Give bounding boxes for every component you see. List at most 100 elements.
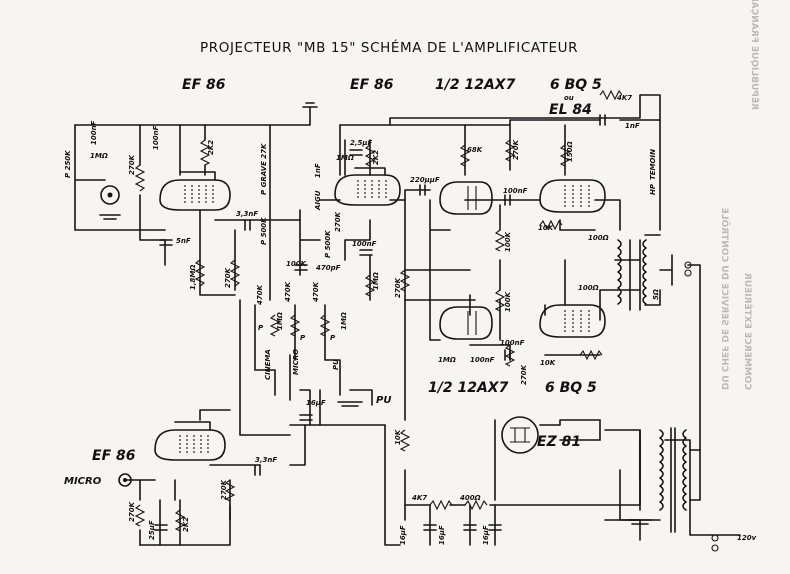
label-c-5nf: 5nF (176, 237, 191, 245)
label-r-270k-v7: 270K (220, 479, 228, 500)
tube-label-v4-alt: EL 84 (549, 102, 592, 118)
label-r-1mohm-v5: 1MΩ (438, 356, 456, 364)
label-r-270k-v1b: 270K (224, 267, 232, 288)
input-jack-v1 (100, 185, 120, 205)
label-r-4k7-b: 4K7 (412, 494, 427, 502)
tube-v8-rectifier (501, 416, 539, 454)
label-r-1mohm-b: 1MΩ (340, 312, 348, 330)
label-p-a: P (258, 324, 264, 332)
label-r-270k-v2: 270K (394, 277, 402, 298)
label-temoin: TEMOIN (649, 149, 657, 180)
tube-label-v4: 6 BQ 5 (550, 77, 602, 93)
tube-v4 (539, 179, 606, 213)
label-r-270k-v5: 270K (520, 364, 528, 385)
label-c-25uf: 25μF (148, 520, 156, 540)
label-r-470k-b: 470K (284, 281, 292, 302)
label-pu-switch: PU (332, 359, 340, 370)
tube-label-v7: EF 86 (92, 448, 136, 464)
label-r-100k-v3: 100K (504, 231, 512, 252)
capacitors (154, 114, 606, 531)
label-r-100-b: 100Ω (578, 284, 599, 292)
tube-v7 (154, 421, 226, 461)
ghost-text-1: RÉPUBLIQUE FRANÇAISE (749, 0, 761, 110)
label-r-470k-a: 470K (256, 284, 264, 305)
label-r-5: 5Ω (652, 289, 660, 300)
tube-label-v3: 1/2 12AX7 (435, 77, 516, 93)
label-p-500k-a: P 500K (260, 217, 268, 245)
ground-symbols (99, 102, 653, 525)
wiring (74, 94, 741, 546)
label-p-500k-b: P 500K (324, 230, 332, 258)
label-c-100nf-v5b: 100nF (500, 339, 525, 347)
label-c-100nf-b: 100nF (152, 125, 160, 150)
label-p-b: P (300, 334, 306, 342)
label-r-270k-a: 270K (334, 211, 342, 232)
label-r-2k2-v1: 2K2 (207, 140, 215, 155)
label-r-1mohm-v1: 1MΩ (90, 152, 108, 160)
label-r-100-a: 100Ω (588, 234, 609, 242)
label-r-1mohm-v2: 1MΩ (336, 154, 354, 162)
label-c-100nf-v1: 100nF (90, 120, 98, 145)
label-c-100nf-v5: 100nF (470, 356, 495, 364)
label-r-2k2-v7: 2K2 (182, 517, 190, 532)
label-cinema: CINEMA (264, 349, 272, 380)
label-micro-input: MICRO (64, 476, 102, 487)
component-labels: 4K7 1nF P 250K 1MΩ 100nF 270K 100nF 2K2 … (64, 94, 660, 545)
output-transformer (617, 239, 692, 305)
label-c-1nf-aigu: 1nF (314, 163, 322, 178)
tube-label-v5: 1/2 12AX7 (428, 380, 509, 396)
label-mains-120v: 120v (737, 534, 757, 542)
label-r-2k2-v2: 2K2 (372, 150, 380, 165)
label-aigu: AIGU (314, 190, 322, 211)
label-r-1m-v2b: 1MΩ (372, 272, 380, 290)
tube-v1 (159, 171, 231, 211)
tube-label-v6: 6 BQ 5 (545, 380, 597, 396)
resistors (134, 89, 623, 532)
schematic-title: PROJECTEUR "MB 15" SCHÉMA DE L'AMPLIFICA… (200, 39, 578, 56)
ghost-text-2: COMMERCE EXTÉRIEUR (742, 273, 754, 390)
label-pu-input: PU (376, 395, 391, 406)
label-r-470k-c: 470K (312, 281, 320, 302)
label-p-c: P (330, 334, 336, 342)
label-c-3-3nf-a: 3,3nF (236, 210, 258, 218)
label-c-470pf: 470pF (316, 264, 341, 272)
label-micro-switch: MICRO (292, 349, 300, 375)
label-p250k: P 250K (64, 150, 72, 178)
label-r-100k-v5: 100K (504, 291, 512, 312)
label-r-270k-v3: 270K (512, 139, 520, 160)
label-c-16uf-a: 16μF (306, 399, 326, 407)
label-p-grave: P GRAVE 27K (260, 143, 268, 195)
tube-label-v1: EF 86 (182, 77, 226, 93)
label-c-220pf: 220μμF (410, 176, 440, 184)
tube-label-v4-or: ou (564, 94, 574, 102)
label-r-400: 400Ω (460, 494, 481, 502)
label-r-10k-c: 10K (394, 429, 402, 445)
tube-v6 (539, 304, 606, 338)
label-r-150: 150Ω (566, 141, 574, 162)
label-c-16uf-b: 16μF (399, 525, 407, 545)
input-jack-micro (118, 473, 132, 487)
label-r-270k-v7b: 270K (128, 501, 136, 522)
label-r-10k-a: 10K (538, 224, 554, 232)
label-r-4k7-top: 4K7 (617, 94, 632, 102)
label-c-3-3nf-b: 3,3nF (255, 456, 277, 464)
tube-label-v2: EF 86 (350, 77, 394, 93)
label-hp: HP (649, 183, 657, 195)
tube-label-v8: EZ 81 (537, 434, 581, 450)
label-c-2-5uf: 2,5μF (350, 139, 373, 147)
tube-v5 (439, 306, 493, 340)
label-r-100k-a: 100K (286, 260, 307, 268)
tube-v3 (439, 181, 493, 215)
label-c-16uf-c: 16μF (438, 525, 446, 545)
tube-v2 (334, 167, 401, 206)
label-r-270k-v1: 270K (128, 154, 136, 175)
label-r-1mohm-a: 1MΩ (276, 312, 284, 330)
label-c-100nf-v3: 100nF (503, 187, 528, 195)
label-r-68k: 68K (467, 146, 483, 154)
label-r-1-8m: 1,8MΩ (189, 265, 197, 290)
label-c-100nf-v2: 100nF (352, 240, 377, 248)
label-r-10k-b: 10K (540, 359, 556, 367)
label-c-1nf-top: 1nF (625, 122, 640, 130)
